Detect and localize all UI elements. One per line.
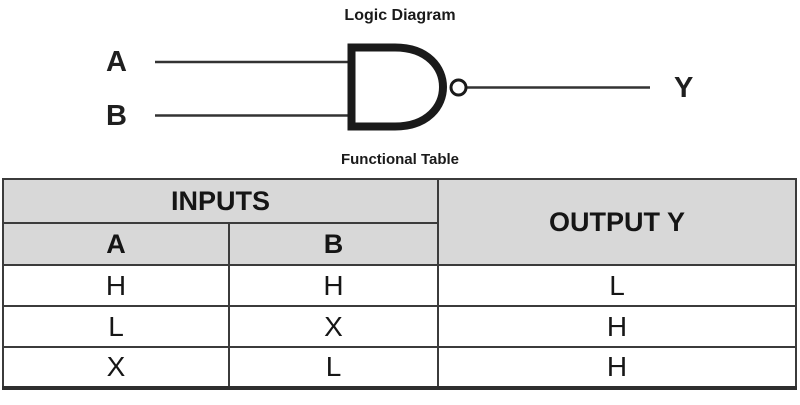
output-column-header: OUTPUT Y xyxy=(437,178,798,266)
input-b-label: B xyxy=(106,100,127,132)
logic-diagram-title: Logic Diagram xyxy=(344,7,456,24)
inversion-bubble-icon xyxy=(449,78,468,97)
cell-row1-a: L xyxy=(2,305,230,348)
input-b-column-header: B xyxy=(227,222,440,266)
cell-row2-a: X xyxy=(2,346,230,389)
table-header-row-groups: INPUTS OUTPUT Y xyxy=(1,178,798,266)
cell-row1-b: X xyxy=(227,305,440,348)
nand-gate-diagram xyxy=(155,43,650,131)
cell-row0-y: L xyxy=(437,264,798,307)
nand-gate-icon xyxy=(347,43,448,131)
cell-row2-y: H xyxy=(437,346,798,389)
cell-row0-a: H xyxy=(2,264,230,307)
input-a-column-header: A xyxy=(2,222,230,266)
inputs-group-header: INPUTS xyxy=(1,178,440,224)
output-label: Y xyxy=(674,72,694,104)
cell-row2-b: L xyxy=(227,346,440,389)
table-row: L X H xyxy=(2,305,798,348)
functional-table: INPUTS OUTPUT Y A B H H L L X H X L H xyxy=(1,178,798,390)
cell-row0-b: H xyxy=(227,264,440,307)
table-row: X L H xyxy=(2,346,798,389)
input-a-label: A xyxy=(106,46,127,78)
table-row: H H L xyxy=(2,264,798,307)
cell-row1-y: H xyxy=(437,305,798,348)
table-header-row-columns: A B xyxy=(2,222,796,266)
functional-table-title: Functional Table xyxy=(340,151,460,168)
